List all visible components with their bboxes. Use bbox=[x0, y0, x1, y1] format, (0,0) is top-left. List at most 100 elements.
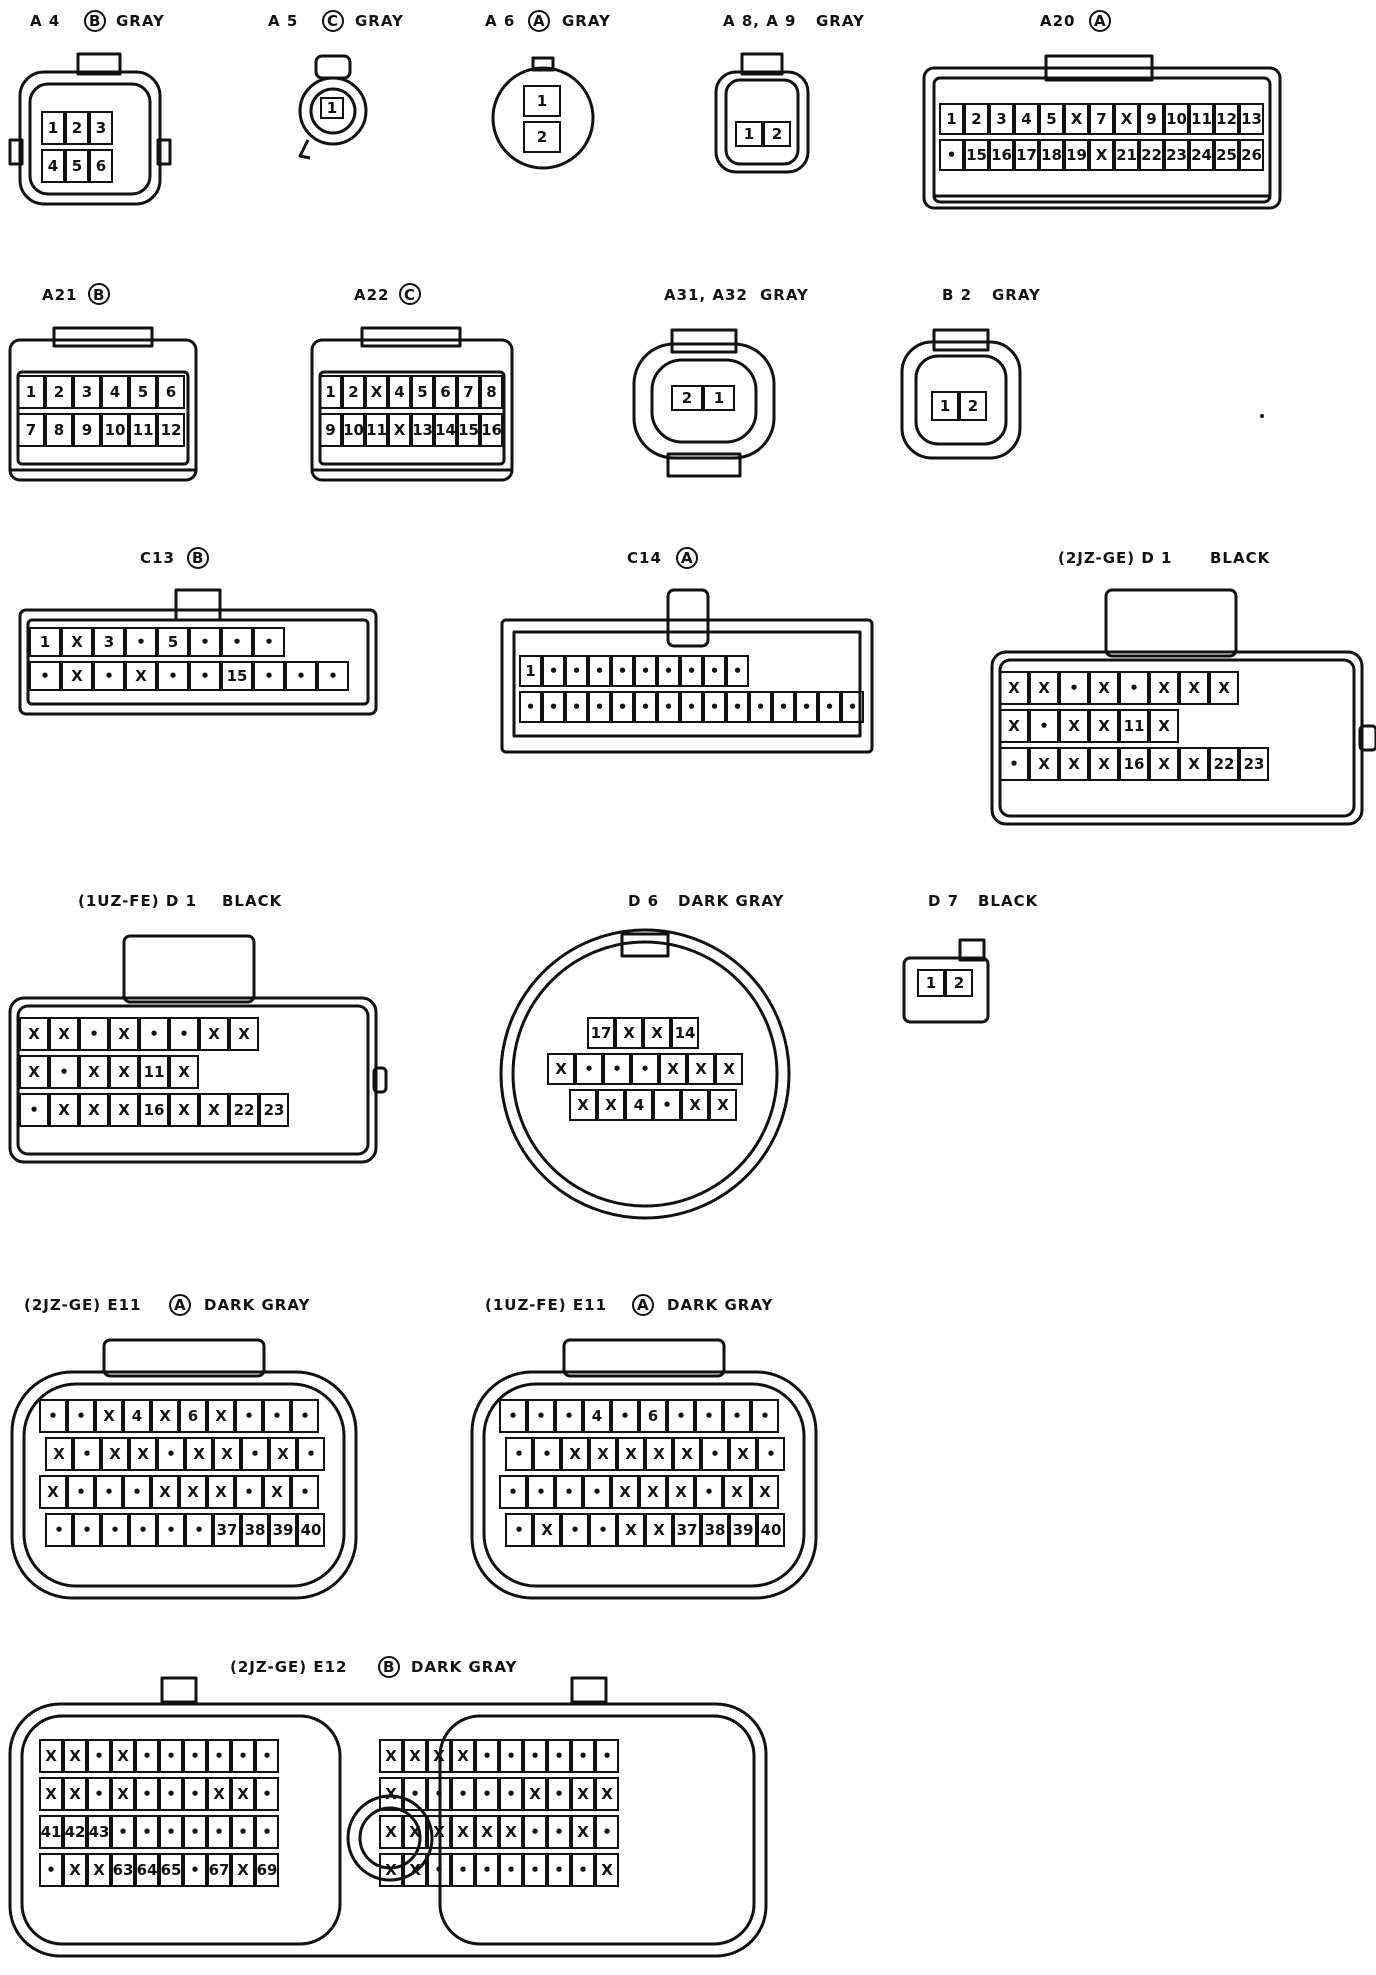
pin-label: X bbox=[69, 1785, 81, 1803]
pin-label: 5 bbox=[72, 157, 82, 175]
pin-cell bbox=[87, 1739, 111, 1773]
pin-cell bbox=[1089, 103, 1114, 135]
pin-label: 67 bbox=[209, 1861, 230, 1879]
pin-e12-2jz-r3-p10: X bbox=[379, 1853, 403, 1887]
pin-label: 12 bbox=[161, 421, 182, 439]
pin-d1-2jz-r1-p4: 11 bbox=[1119, 709, 1149, 743]
pin-label: X bbox=[58, 1025, 70, 1043]
pin-cell bbox=[93, 661, 125, 691]
pin-label: • bbox=[250, 1445, 260, 1463]
pin-e11-1uz-r0-p7: • bbox=[695, 1399, 723, 1433]
pin-label: • bbox=[76, 1407, 86, 1425]
pin-e11-1uz-r1-p1: • bbox=[533, 1437, 561, 1471]
pin-cell bbox=[964, 139, 989, 171]
pin-cell bbox=[67, 1475, 95, 1509]
pin-label: 4 bbox=[592, 1407, 602, 1425]
housing-a31a32 bbox=[632, 328, 776, 478]
pin-label: 14 bbox=[675, 1024, 696, 1042]
pin-cell bbox=[999, 747, 1029, 781]
pin-label: • bbox=[166, 1785, 176, 1803]
pins-c14: 1•••••••••••••••••••••••• bbox=[519, 655, 864, 723]
pin-cell bbox=[1164, 103, 1189, 135]
pin-cell bbox=[109, 1017, 139, 1051]
color-text: DARK GRAY bbox=[678, 892, 784, 910]
pin-a21-r0-p4: 5 bbox=[129, 375, 157, 409]
pin-cell bbox=[701, 1437, 729, 1471]
pin-cell bbox=[139, 1017, 169, 1051]
pin-cell bbox=[1139, 139, 1164, 171]
pin-a31a32-r0-p1: 1 bbox=[703, 385, 735, 411]
pin-label: 39 bbox=[733, 1521, 754, 1539]
pin-cell bbox=[1189, 103, 1214, 135]
pin-cell bbox=[547, 1739, 571, 1773]
pin-cell bbox=[229, 1017, 259, 1051]
title-text: B 2 bbox=[942, 286, 972, 304]
pin-cell bbox=[39, 1399, 67, 1433]
pin-label: • bbox=[676, 1407, 686, 1425]
housing-b2 bbox=[900, 328, 1022, 460]
pin-label: X bbox=[237, 1861, 249, 1879]
pin-cell bbox=[73, 1513, 101, 1547]
pin-label: X bbox=[577, 1823, 589, 1841]
title-b2: B 2 GRAY bbox=[942, 286, 1040, 304]
pin-label: • bbox=[530, 1823, 540, 1841]
pin-cell bbox=[320, 97, 344, 119]
pin-cell bbox=[125, 627, 157, 657]
pin-cell bbox=[617, 1513, 645, 1547]
pin-label: • bbox=[584, 1060, 594, 1078]
pins-a6: 12 bbox=[523, 85, 561, 153]
pin-e11-1uz-r0-p5: 6 bbox=[639, 1399, 667, 1433]
pin-d6-r1-p3: • bbox=[631, 1053, 659, 1085]
pin-cell bbox=[715, 1053, 743, 1085]
pin-e12-2jz-r1-p12: • bbox=[427, 1777, 451, 1811]
pin-c13-r0-p0: 1 bbox=[29, 627, 61, 657]
pin-cell bbox=[169, 1093, 199, 1127]
pin-cell bbox=[63, 1815, 87, 1849]
pin-label: X bbox=[653, 1521, 665, 1539]
pin-label: • bbox=[508, 1407, 518, 1425]
pin-e11-2jz-r1-p7: • bbox=[241, 1437, 269, 1471]
pin-cell bbox=[63, 1777, 87, 1811]
pin-c14-r0-p2: • bbox=[565, 655, 588, 687]
title-text: (2JZ-GE) E11 bbox=[24, 1296, 141, 1314]
pin-cell bbox=[1064, 139, 1089, 171]
pin-e12-2jz-r1-p3: X bbox=[111, 1777, 135, 1811]
pin-cell bbox=[939, 139, 964, 171]
pin-cell bbox=[595, 1853, 619, 1887]
pin-label: 6 bbox=[440, 383, 450, 401]
pin-cell bbox=[319, 413, 342, 447]
pin-cell bbox=[634, 691, 657, 723]
pin-c14-r1-p1: • bbox=[542, 691, 565, 723]
pin-cell bbox=[583, 1475, 611, 1509]
pin-label: • bbox=[142, 1747, 152, 1765]
pin-cell bbox=[499, 1399, 527, 1433]
pin-label: X bbox=[1008, 717, 1020, 735]
pin-cell bbox=[427, 1777, 451, 1811]
pin-cell bbox=[723, 1399, 751, 1433]
variant-letter: C bbox=[327, 12, 339, 30]
pin-label: X bbox=[103, 1407, 115, 1425]
pin-cell bbox=[561, 1513, 589, 1547]
pin-cell bbox=[565, 691, 588, 723]
pin-cell bbox=[1239, 747, 1269, 781]
variant-badge bbox=[632, 1294, 654, 1316]
pin-e12-2jz-r2-p8: • bbox=[231, 1815, 255, 1849]
pin-d1-1uz-r2-p2: X bbox=[79, 1093, 109, 1127]
pin-label: X bbox=[737, 1445, 749, 1463]
pin-label: 7 bbox=[463, 383, 473, 401]
pin-cell bbox=[1119, 709, 1149, 743]
pin-cell bbox=[989, 139, 1014, 171]
pin-e11-2jz-r3-p6: 37 bbox=[213, 1513, 241, 1547]
pin-label: X bbox=[409, 1747, 421, 1765]
pin-label: X bbox=[193, 1445, 205, 1463]
pin-cell bbox=[263, 1399, 291, 1433]
pin-cell bbox=[457, 413, 480, 447]
pin-e11-2jz-r2-p9: • bbox=[291, 1475, 319, 1509]
pin-e11-1uz-r0-p9: • bbox=[751, 1399, 779, 1433]
pin-label: • bbox=[232, 633, 242, 651]
pin-cell bbox=[135, 1853, 159, 1887]
pin-a21-r1-p3: 10 bbox=[101, 413, 129, 447]
pin-label: • bbox=[94, 1785, 104, 1803]
